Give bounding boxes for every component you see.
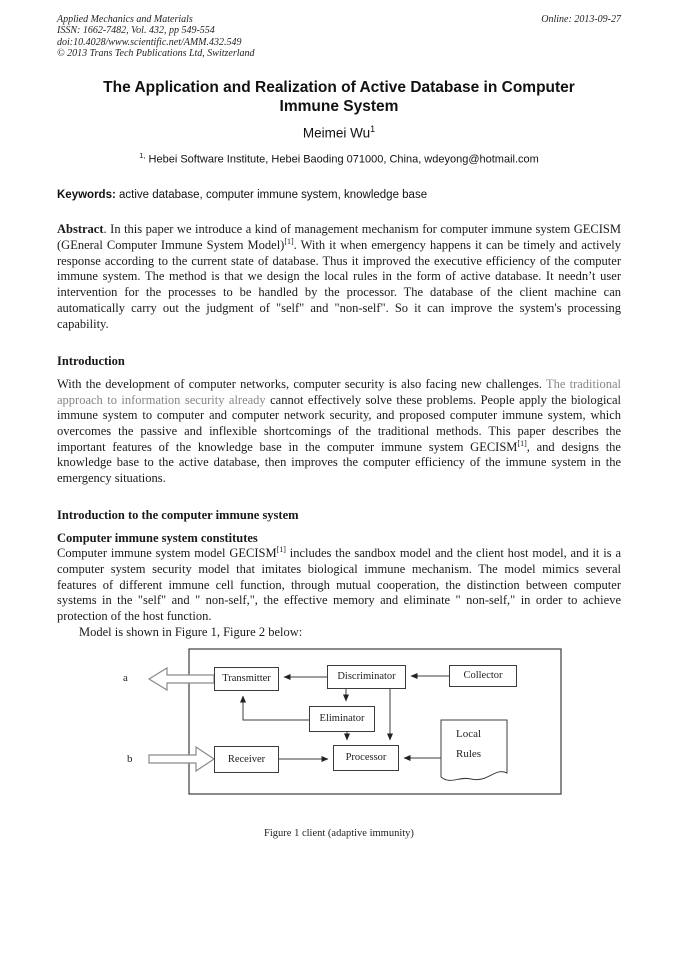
constitutes-paragraph: Computer immune system model GECISM[1] i… xyxy=(57,545,621,624)
doi-line: doi:10.4028/www.scientific.net/AMM.432.5… xyxy=(57,36,242,48)
box-eliminator: Eliminator xyxy=(309,705,375,732)
keywords-label: Keywords: xyxy=(57,189,116,202)
figure-outer-box xyxy=(188,647,562,795)
introduction-heading: Introduction xyxy=(57,354,125,369)
port-a-label: a xyxy=(123,671,128,684)
publication-info: Applied Mechanics and Materials ISSN: 16… xyxy=(57,14,255,59)
box-receiver: Receiver xyxy=(214,745,279,773)
figure-caption: Figure 1 client (adaptive immunity) xyxy=(264,827,414,839)
keywords-line: Keywords: active database, computer immu… xyxy=(57,189,621,201)
figure-drawing xyxy=(147,647,562,795)
abstract-paragraph: Abstract. In this paper we introduce a k… xyxy=(57,222,621,331)
input-arrow-b-icon xyxy=(148,745,216,772)
arrow-eliminator-to-transmitter xyxy=(240,695,309,721)
local-rules-doc-icon xyxy=(440,719,508,781)
affiliation-line: 1, Hebei Software Institute, Hebei Baodi… xyxy=(0,151,678,166)
figure-1: Transmitter Discriminator Collector Elim… xyxy=(0,646,678,806)
online-date: Online: 2013-09-27 xyxy=(541,14,621,25)
local-rules-text: Local Rules xyxy=(456,724,481,764)
model-line: Model is shown in Figure 1, Figure 2 bel… xyxy=(79,624,303,639)
box-discriminator: Discriminator xyxy=(327,664,406,689)
local-rules-line2: Rules xyxy=(456,747,482,760)
local-rules-line1: Local xyxy=(456,727,482,740)
affiliation-superscript: 1, xyxy=(139,150,146,160)
copyright-line: © 2013 Trans Tech Publications Ltd, Swit… xyxy=(57,47,255,59)
constitutes-subheading: Computer immune system constitutes xyxy=(57,530,258,545)
immune-section-heading: Introduction to the computer immune syst… xyxy=(57,507,299,522)
introduction-paragraph: With the development of computer network… xyxy=(57,376,621,486)
output-arrow-a-icon xyxy=(147,666,215,691)
publication-header: Applied Mechanics and Materials ISSN: 16… xyxy=(0,0,678,59)
box-collector: Collector xyxy=(449,664,517,687)
affiliation-text: Hebei Software Institute, Hebei Baoding … xyxy=(148,153,539,166)
author-name: Meimei Wu xyxy=(302,125,371,141)
issn-line: ISSN: 1662-7482, Vol. 432, pp 549-554 xyxy=(57,25,215,37)
journal-name: Applied Mechanics and Materials xyxy=(57,14,193,25)
box-processor: Processor xyxy=(333,744,399,771)
author-superscript: 1 xyxy=(370,124,376,135)
keywords-text: active database, computer immune system,… xyxy=(115,189,428,202)
paper-title: The Application and Realization of Activ… xyxy=(103,79,575,115)
box-transmitter: Transmitter xyxy=(214,666,279,691)
author-line: Meimei Wu1 xyxy=(0,124,678,141)
port-b-label: b xyxy=(127,752,133,765)
